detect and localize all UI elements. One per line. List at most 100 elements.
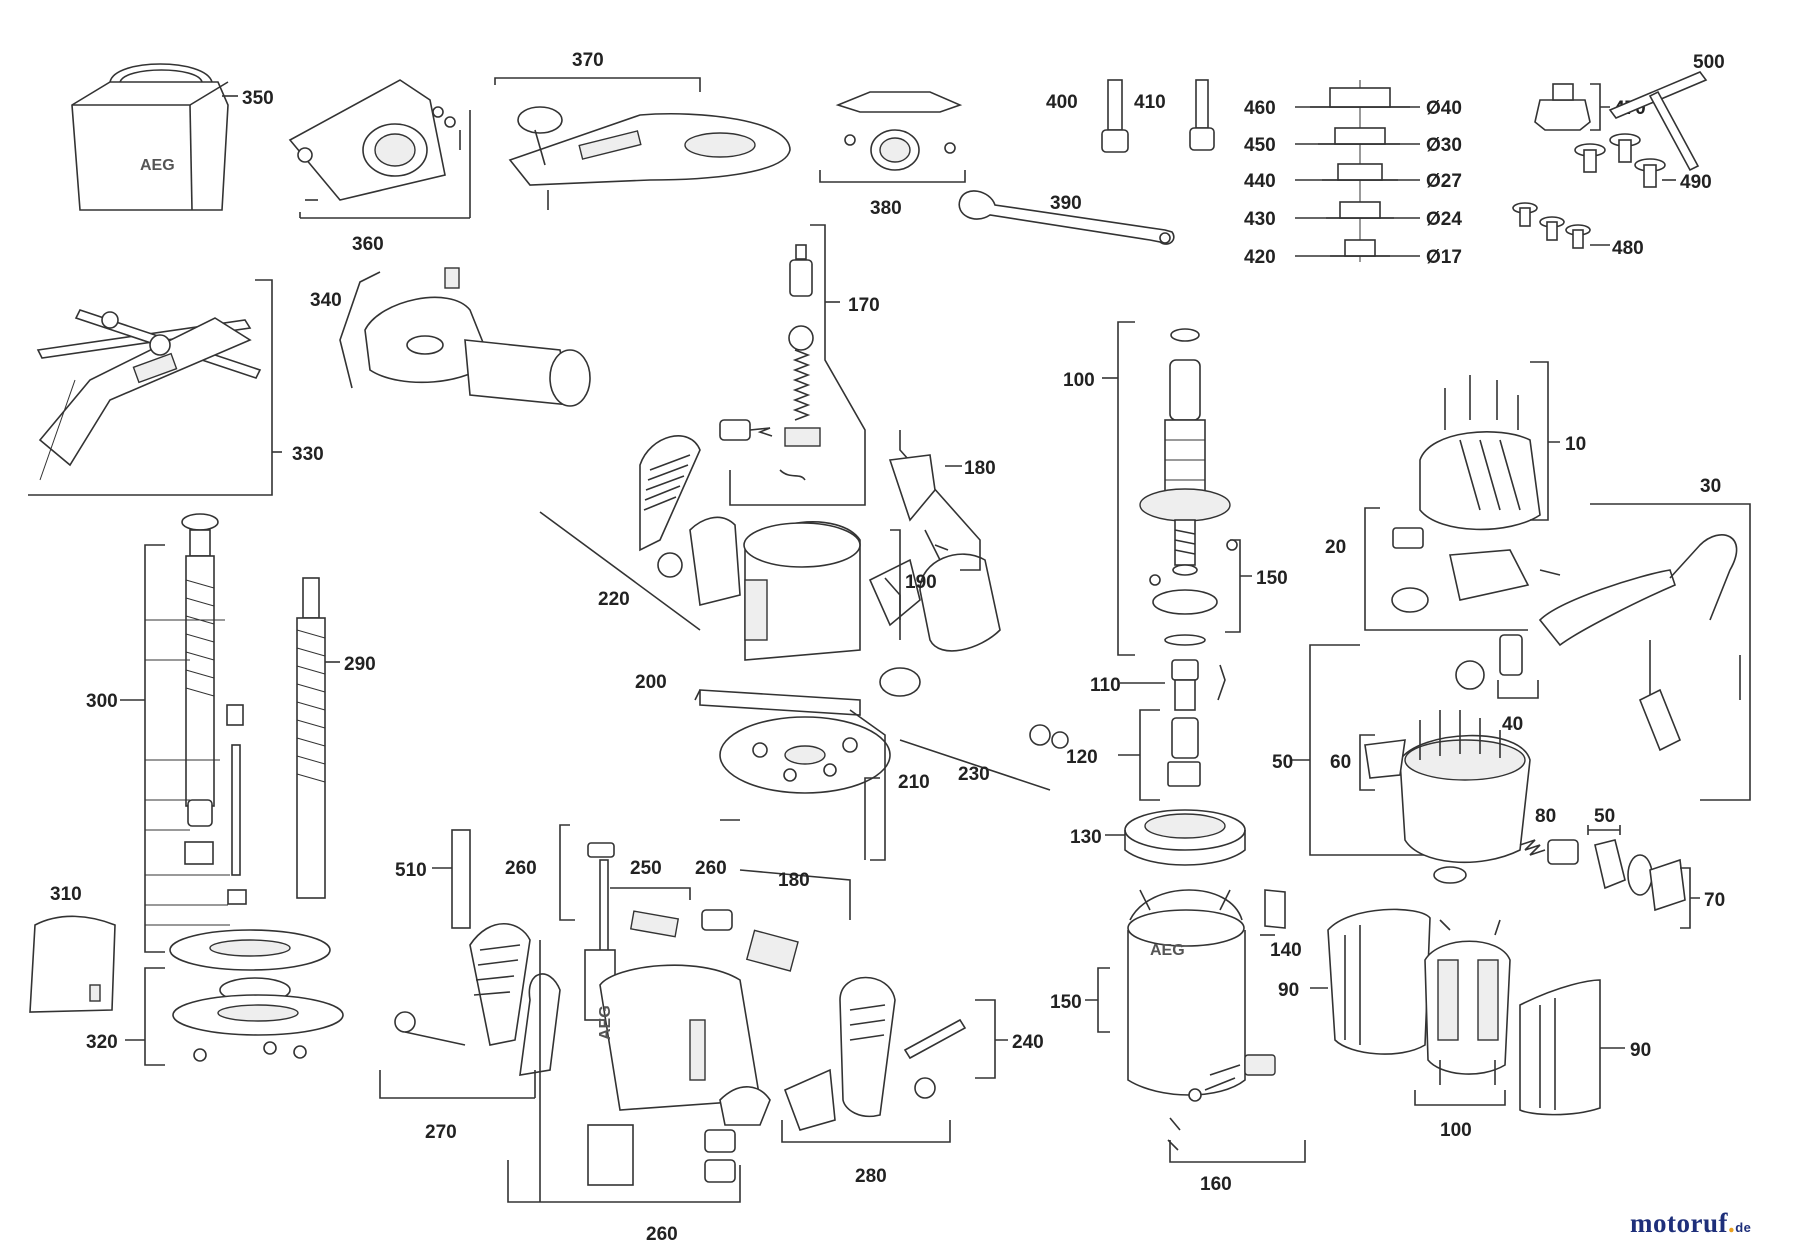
label-110: 110	[1090, 675, 1121, 696]
label-460: 460	[1244, 98, 1276, 119]
label-270: 270	[425, 1122, 457, 1143]
part-30-cable	[1538, 503, 1751, 801]
label-360: 360	[352, 234, 384, 255]
label-480: 480	[1612, 238, 1644, 259]
label-210: 210	[898, 772, 930, 793]
part-330-parallel-guide	[28, 279, 282, 496]
label-140: 140	[1270, 940, 1302, 961]
part-500-t-key	[1608, 71, 1708, 172]
part-310-cover	[29, 915, 116, 1013]
part-40-brush	[1455, 634, 1539, 699]
part-340-chip-guard	[339, 267, 591, 407]
part-320-base-ring	[125, 929, 344, 1066]
label-260c: 260	[646, 1224, 678, 1245]
label-320: 320	[86, 1032, 118, 1053]
label-20: 20	[1325, 537, 1346, 558]
label-150a: 150	[1256, 568, 1288, 589]
part-50-motor-housing	[1290, 644, 1531, 884]
part-370-base-plate	[494, 77, 791, 210]
label-d17: Ø17	[1426, 247, 1462, 268]
part-290-column	[296, 577, 340, 899]
label-10: 10	[1565, 434, 1586, 455]
part-100-armature	[1102, 321, 1231, 656]
part-180-lever	[888, 430, 981, 571]
label-260a: 260	[505, 858, 537, 879]
part-510-strip	[432, 829, 471, 929]
label-200: 200	[635, 672, 667, 693]
part-300-column	[120, 513, 247, 953]
part-490-screws	[1574, 133, 1676, 188]
label-150b: 150	[1050, 992, 1082, 1013]
label-220: 220	[598, 589, 630, 610]
part-router-base-assembly: AEG	[379, 824, 1008, 1203]
label-240: 240	[1012, 1032, 1044, 1053]
part-100-stator	[1414, 919, 1511, 1106]
label-500: 500	[1693, 52, 1725, 73]
part-router-body	[539, 435, 1069, 861]
part-410-pin	[1189, 79, 1215, 151]
label-260b: 260	[695, 858, 727, 879]
part-400-pin	[1101, 79, 1129, 153]
label-d27: Ø27	[1426, 171, 1462, 192]
label-230: 230	[958, 764, 990, 785]
label-510: 510	[395, 860, 427, 881]
label-330: 330	[292, 444, 324, 465]
part-guide-bushes	[1295, 80, 1420, 262]
label-170: 170	[848, 295, 880, 316]
label-130: 130	[1070, 827, 1102, 848]
label-310: 310	[50, 884, 82, 905]
label-400: 400	[1046, 92, 1078, 113]
label-50b: 50	[1594, 806, 1615, 827]
part-20-electronics	[1364, 507, 1561, 631]
part-360-dust-hood	[288, 79, 471, 219]
label-250: 250	[630, 858, 662, 879]
label-340: 340	[310, 290, 342, 311]
part-480-screws	[1512, 202, 1610, 249]
label-50a: 50	[1272, 752, 1293, 773]
part-150-bearings	[1149, 539, 1252, 633]
label-490: 490	[1680, 172, 1712, 193]
label-d30: Ø30	[1426, 135, 1462, 156]
label-30: 30	[1700, 476, 1721, 497]
label-290: 290	[344, 654, 376, 675]
part-130-ring	[1105, 809, 1246, 866]
label-100a: 100	[1063, 370, 1095, 391]
watermark-logo: motoruf.de	[1630, 1208, 1751, 1239]
label-180a: 180	[964, 458, 996, 479]
label-370: 370	[572, 50, 604, 71]
label-80: 80	[1535, 806, 1556, 827]
label-90b: 90	[1630, 1040, 1651, 1061]
part-90-shells	[1310, 908, 1625, 1116]
router-brand: AEG	[597, 1005, 614, 1040]
part-110-120-collet	[1118, 659, 1226, 801]
label-40: 40	[1502, 714, 1523, 735]
label-430: 430	[1244, 209, 1276, 230]
part-350-bag: AEG	[71, 63, 238, 211]
bag-brand: AEG	[140, 157, 175, 174]
label-70: 70	[1704, 890, 1725, 911]
label-390: 390	[1050, 193, 1082, 214]
label-160: 160	[1200, 1174, 1232, 1195]
watermark-dot: .	[1727, 1208, 1736, 1238]
housing-brand: AEG	[1150, 942, 1185, 959]
part-140-150-housing: AEG	[1085, 889, 1286, 1096]
label-420: 420	[1244, 247, 1276, 268]
label-120: 120	[1066, 747, 1098, 768]
label-410: 410	[1134, 92, 1166, 113]
label-350: 350	[242, 88, 274, 109]
label-190: 190	[905, 572, 937, 593]
part-80-70-spring	[1519, 825, 1700, 929]
part-10-top-cover	[1419, 361, 1560, 531]
label-180b: 180	[778, 870, 810, 891]
label-100b: 100	[1440, 1120, 1472, 1141]
label-300: 300	[86, 691, 118, 712]
label-d40: Ø40	[1426, 98, 1462, 119]
watermark-tld: de	[1735, 1220, 1752, 1235]
watermark-name: motoruf	[1630, 1208, 1728, 1238]
label-380: 380	[870, 198, 902, 219]
part-380-dust-extractor	[819, 91, 966, 183]
part-160-switch	[1167, 1054, 1306, 1163]
label-280: 280	[855, 1166, 887, 1187]
label-440: 440	[1244, 171, 1276, 192]
